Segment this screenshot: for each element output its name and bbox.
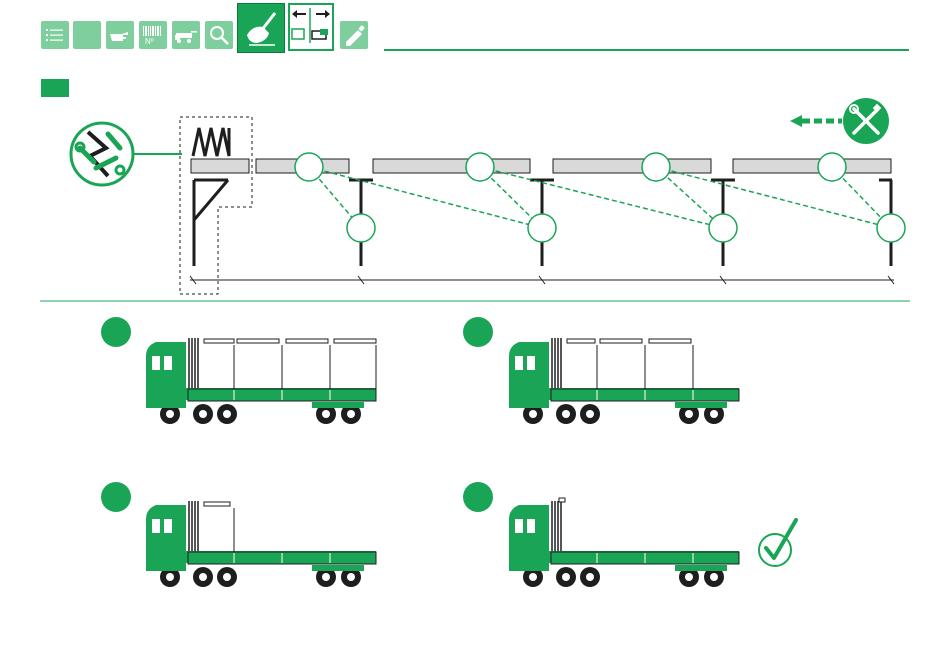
- truck-step-1: [146, 338, 376, 424]
- selection-box: [180, 117, 252, 294]
- truck-step-3: [146, 501, 376, 587]
- disassembly-tool-icon: [71, 123, 182, 185]
- arrow-left-dashed-icon: [790, 115, 842, 127]
- dimension-line: [190, 276, 894, 284]
- truck-step-4: [509, 498, 739, 587]
- checkmark-icon: [759, 520, 796, 566]
- headboard: [191, 128, 249, 266]
- side-panels: [256, 159, 891, 173]
- stanchions: [349, 180, 892, 266]
- wrench-screwdriver-icon: [843, 98, 889, 144]
- connector-lines: [309, 167, 891, 228]
- truck-step-2: [509, 338, 739, 424]
